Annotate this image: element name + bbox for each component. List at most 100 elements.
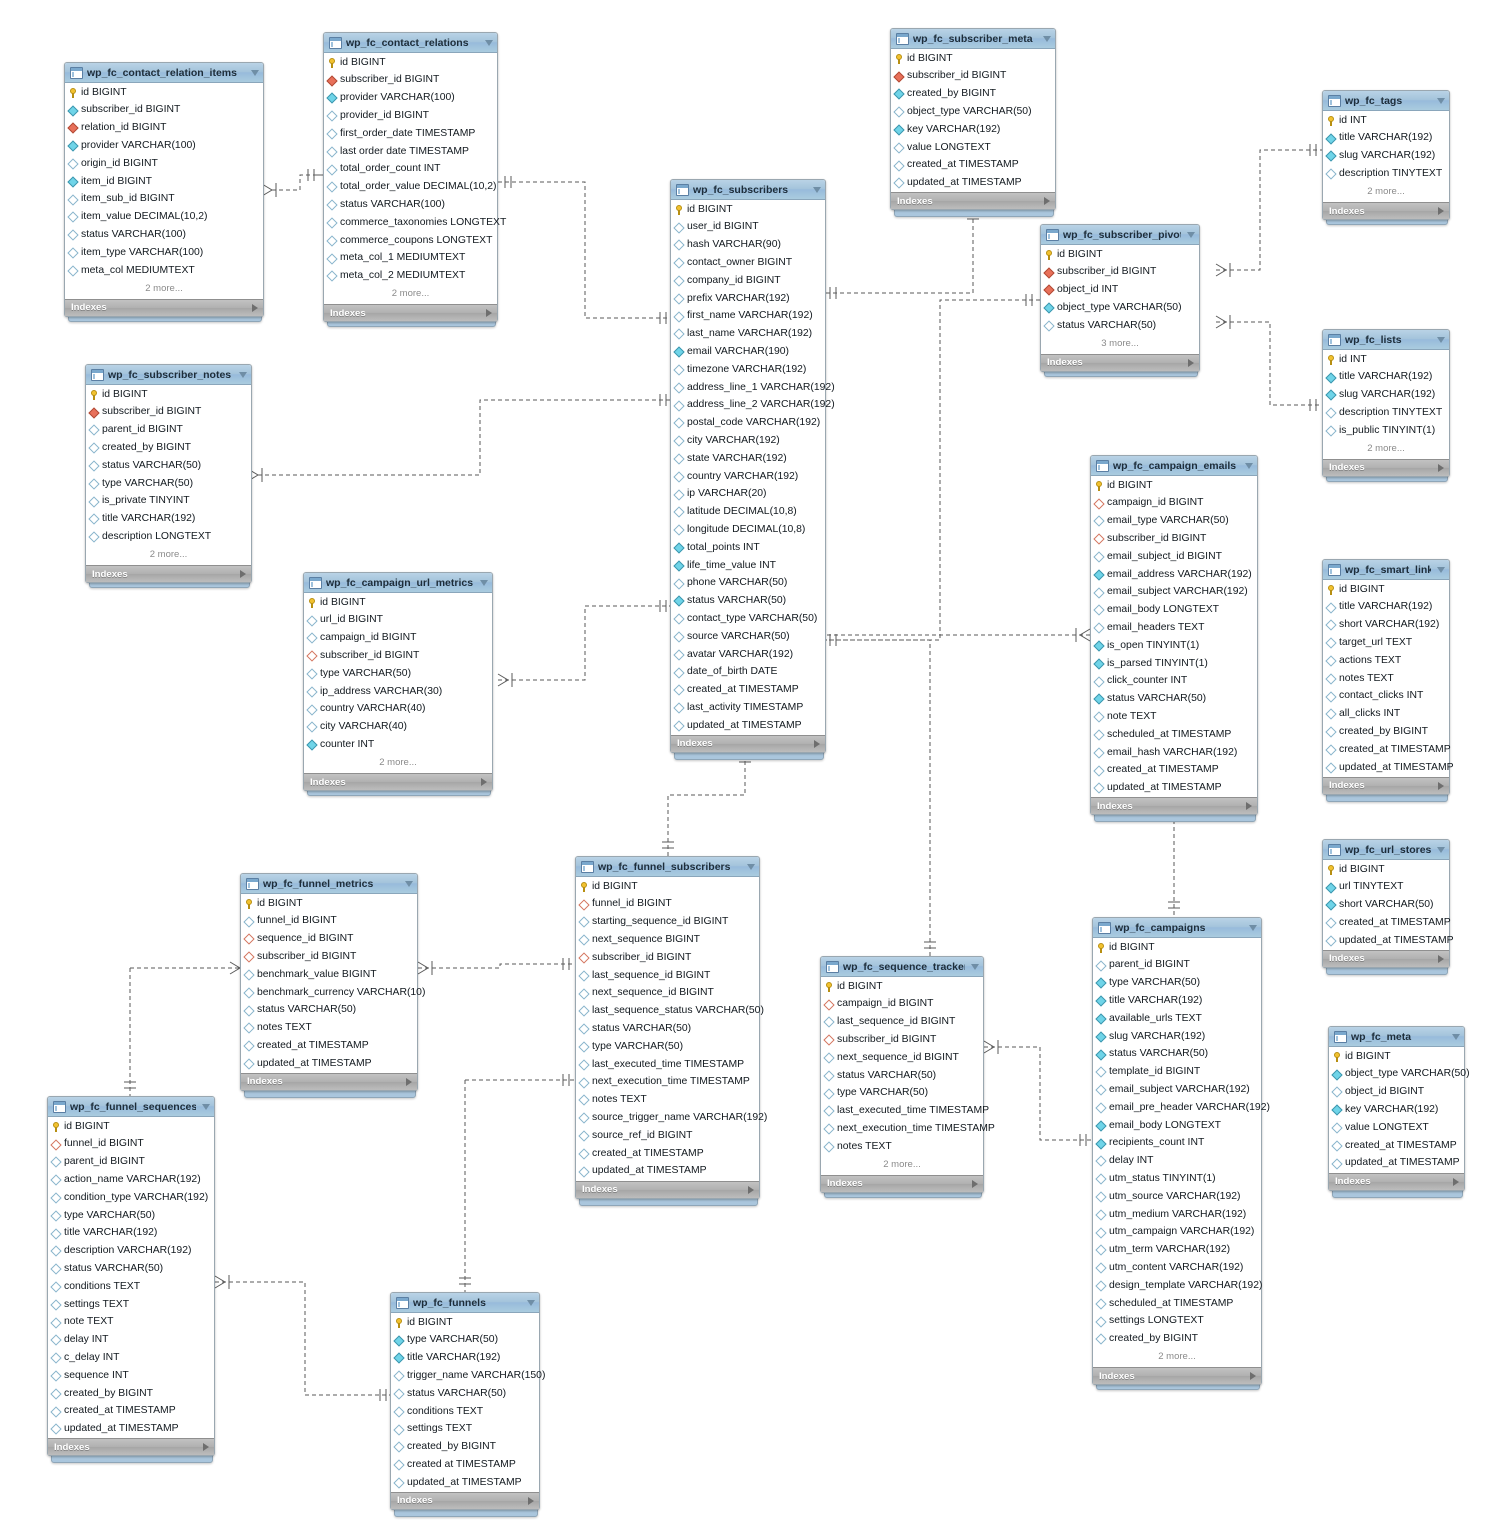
expand-indexes-icon[interactable] — [748, 1185, 754, 1194]
column-row[interactable]: status VARCHAR(50) — [671, 593, 825, 611]
column-row[interactable]: created_at TIMESTAMP — [241, 1037, 417, 1055]
chevron-down-icon[interactable] — [485, 39, 493, 46]
column-row[interactable]: subscriber_id BIGINT — [241, 948, 417, 966]
indexes-footer[interactable]: Indexes — [1091, 797, 1257, 815]
column-row[interactable]: longitude DECIMAL(10,8) — [671, 521, 825, 539]
column-row[interactable]: notes TEXT — [821, 1138, 983, 1156]
column-row[interactable]: created_at TIMESTAMP — [1323, 741, 1451, 759]
column-row[interactable]: campaign_id BIGINT — [1091, 495, 1257, 513]
column-row[interactable]: updated_at TIMESTAMP — [1323, 932, 1454, 950]
column-row[interactable]: created_by BIGINT — [48, 1385, 214, 1403]
column-row[interactable]: conditions TEXT — [48, 1278, 214, 1296]
column-row[interactable]: created_at TIMESTAMP — [1323, 914, 1451, 932]
column-row[interactable]: campaign_id BIGINT — [821, 996, 983, 1014]
table-header-lists[interactable]: wp_fc_lists — [1323, 330, 1449, 350]
column-row[interactable]: status VARCHAR(50) — [86, 457, 251, 475]
column-row[interactable]: email VARCHAR(190) — [671, 343, 825, 361]
column-row[interactable]: sequence INT — [48, 1367, 214, 1385]
more-columns-label[interactable]: 2 more... — [1093, 1348, 1261, 1368]
column-row[interactable]: conditions TEXT — [391, 1403, 539, 1421]
column-row[interactable]: item_sub_id BIGINT — [65, 191, 263, 209]
column-row[interactable]: address_line_1 VARCHAR(192) — [671, 379, 835, 397]
table-header-subscriber_notes[interactable]: wp_fc_subscriber_notes — [86, 365, 251, 385]
expand-indexes-icon[interactable] — [1438, 781, 1444, 790]
column-row[interactable]: subscriber_id BIGINT — [1091, 530, 1257, 548]
column-row[interactable]: last_name VARCHAR(192) — [671, 326, 825, 344]
column-row[interactable]: object_type VARCHAR(50) — [1329, 1066, 1470, 1084]
column-row[interactable]: type VARCHAR(50) — [576, 1038, 759, 1056]
column-row[interactable]: type VARCHAR(50) — [1093, 975, 1261, 993]
column-row[interactable]: source_ref_id BIGINT — [576, 1127, 759, 1145]
chevron-down-icon[interactable] — [202, 1103, 210, 1110]
table-header-meta[interactable]: wp_fc_meta — [1329, 1027, 1464, 1047]
expand-indexes-icon[interactable] — [252, 303, 258, 312]
column-row[interactable]: id BIGINT — [576, 878, 759, 896]
column-row[interactable]: last_executed_time TIMESTAMP — [821, 1103, 989, 1121]
column-row[interactable]: next_execution_time TIMESTAMP — [576, 1074, 759, 1092]
expand-indexes-icon[interactable] — [1438, 463, 1444, 472]
table-header-campaign_url_metrics[interactable]: wp_fc_campaign_url_metrics — [304, 573, 492, 593]
column-row[interactable]: email_subject VARCHAR(192) — [1093, 1081, 1261, 1099]
column-row[interactable]: updated_at TIMESTAMP — [241, 1055, 417, 1073]
column-row[interactable]: settings LONGTEXT — [1093, 1313, 1261, 1331]
column-row[interactable]: created_by BIGINT — [391, 1439, 539, 1457]
more-columns-label[interactable]: 2 more... — [1323, 439, 1449, 459]
column-row[interactable]: updated_at TIMESTAMP — [671, 717, 825, 735]
column-row[interactable]: value LONGTEXT — [1329, 1119, 1464, 1137]
column-row[interactable]: c_delay INT — [48, 1349, 214, 1367]
column-row[interactable]: is_parsed TINYINT(1) — [1091, 655, 1257, 673]
indexes-footer[interactable]: Indexes — [241, 1072, 417, 1090]
column-row[interactable]: all_clicks INT — [1323, 706, 1449, 724]
more-columns-label[interactable]: 2 more... — [65, 279, 263, 299]
column-row[interactable]: recipients_count INT — [1093, 1135, 1261, 1153]
column-row[interactable]: state VARCHAR(192) — [671, 450, 825, 468]
column-row[interactable]: notes TEXT — [241, 1020, 417, 1038]
chevron-down-icon[interactable] — [1437, 97, 1445, 104]
expand-indexes-icon[interactable] — [406, 1077, 412, 1086]
chevron-down-icon[interactable] — [1437, 336, 1445, 343]
column-row[interactable]: available_urls TEXT — [1093, 1010, 1261, 1028]
chevron-down-icon[interactable] — [1043, 35, 1051, 42]
chevron-down-icon[interactable] — [813, 186, 821, 193]
column-row[interactable]: total_points INT — [671, 539, 825, 557]
table-header-funnels[interactable]: wp_fc_funnels — [391, 1293, 539, 1313]
column-row[interactable]: key VARCHAR(192) — [1329, 1101, 1464, 1119]
column-row[interactable]: delay INT — [1093, 1153, 1261, 1171]
column-row[interactable]: parent_id BIGINT — [86, 422, 251, 440]
column-row[interactable]: utm_content VARCHAR(192) — [1093, 1259, 1261, 1277]
column-row[interactable]: parent_id BIGINT — [48, 1154, 214, 1172]
chevron-down-icon[interactable] — [527, 1299, 535, 1306]
more-columns-label[interactable]: 2 more... — [304, 754, 492, 774]
column-row[interactable]: postal_code VARCHAR(192) — [671, 415, 825, 433]
expand-indexes-icon[interactable] — [1246, 802, 1252, 811]
column-row[interactable]: benchmark_value BIGINT — [241, 966, 417, 984]
column-row[interactable]: trigger_name VARCHAR(150) — [391, 1367, 545, 1385]
column-row[interactable]: address_line_2 VARCHAR(192) — [671, 397, 835, 415]
column-row[interactable]: last_sequence_id BIGINT — [576, 967, 759, 985]
more-columns-label[interactable]: 2 more... — [1323, 183, 1449, 203]
table-header-funnel_metrics[interactable]: wp_fc_funnel_metrics — [241, 874, 417, 894]
column-row[interactable]: description TINYTEXT — [1323, 404, 1449, 422]
column-row[interactable]: updated_at TIMESTAMP — [391, 1474, 539, 1492]
column-row[interactable]: date_of_birth DATE — [671, 664, 825, 682]
column-row[interactable]: slug VARCHAR(192) — [1323, 148, 1449, 166]
column-row[interactable]: title VARCHAR(192) — [1323, 130, 1449, 148]
column-row[interactable]: type VARCHAR(50) — [391, 1332, 539, 1350]
column-row[interactable]: email_address VARCHAR(192) — [1091, 566, 1257, 584]
column-row[interactable]: target_url TEXT — [1323, 634, 1449, 652]
column-row[interactable]: is_public TINYINT(1) — [1323, 422, 1449, 440]
column-row[interactable]: funnel_id BIGINT — [241, 913, 417, 931]
chevron-down-icon[interactable] — [971, 963, 979, 970]
column-row[interactable]: slug VARCHAR(192) — [1323, 387, 1449, 405]
column-row[interactable]: last_sequence_status VARCHAR(50) — [576, 1003, 764, 1021]
column-row[interactable]: created_at TIMESTAMP — [48, 1403, 214, 1421]
column-row[interactable]: item_type VARCHAR(100) — [65, 244, 263, 262]
column-row[interactable]: next_sequence_id BIGINT — [576, 985, 759, 1003]
column-row[interactable]: next_sequence BIGINT — [576, 931, 759, 949]
table-header-url_stores[interactable]: wp_fc_url_stores — [1323, 840, 1449, 860]
table-header-contact_relations[interactable]: wp_fc_contact_relations — [324, 33, 497, 53]
